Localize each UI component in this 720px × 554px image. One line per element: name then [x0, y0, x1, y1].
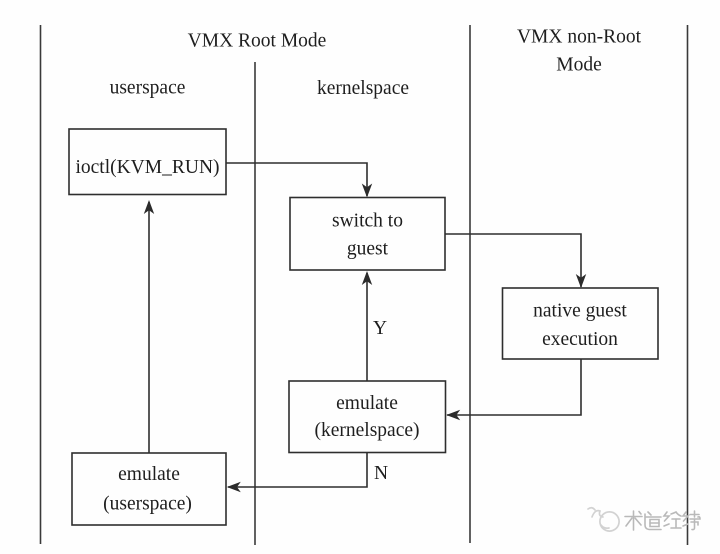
svg-text:VMX non-Root: VMX non-Root — [517, 26, 642, 47]
svg-text:guest: guest — [347, 239, 389, 260]
svg-text:userspace: userspace — [110, 78, 186, 99]
svg-text:Mode: Mode — [556, 54, 602, 75]
svg-text:ioctl(KVM_RUN): ioctl(KVM_RUN) — [75, 157, 219, 178]
svg-text:emulate: emulate — [118, 464, 180, 485]
svg-text:VMX Root Mode: VMX Root Mode — [188, 31, 327, 52]
svg-text:switch to: switch to — [332, 211, 403, 232]
svg-text:Y: Y — [373, 318, 387, 339]
svg-text:native guest: native guest — [533, 301, 627, 322]
svg-text:(userspace): (userspace) — [103, 494, 192, 515]
svg-text:execution: execution — [542, 329, 618, 350]
svg-text:N: N — [374, 463, 388, 484]
svg-text:emulate: emulate — [336, 393, 398, 414]
svg-text:kernelspace: kernelspace — [317, 78, 409, 99]
svg-text:(kernelspace): (kernelspace) — [314, 420, 419, 441]
